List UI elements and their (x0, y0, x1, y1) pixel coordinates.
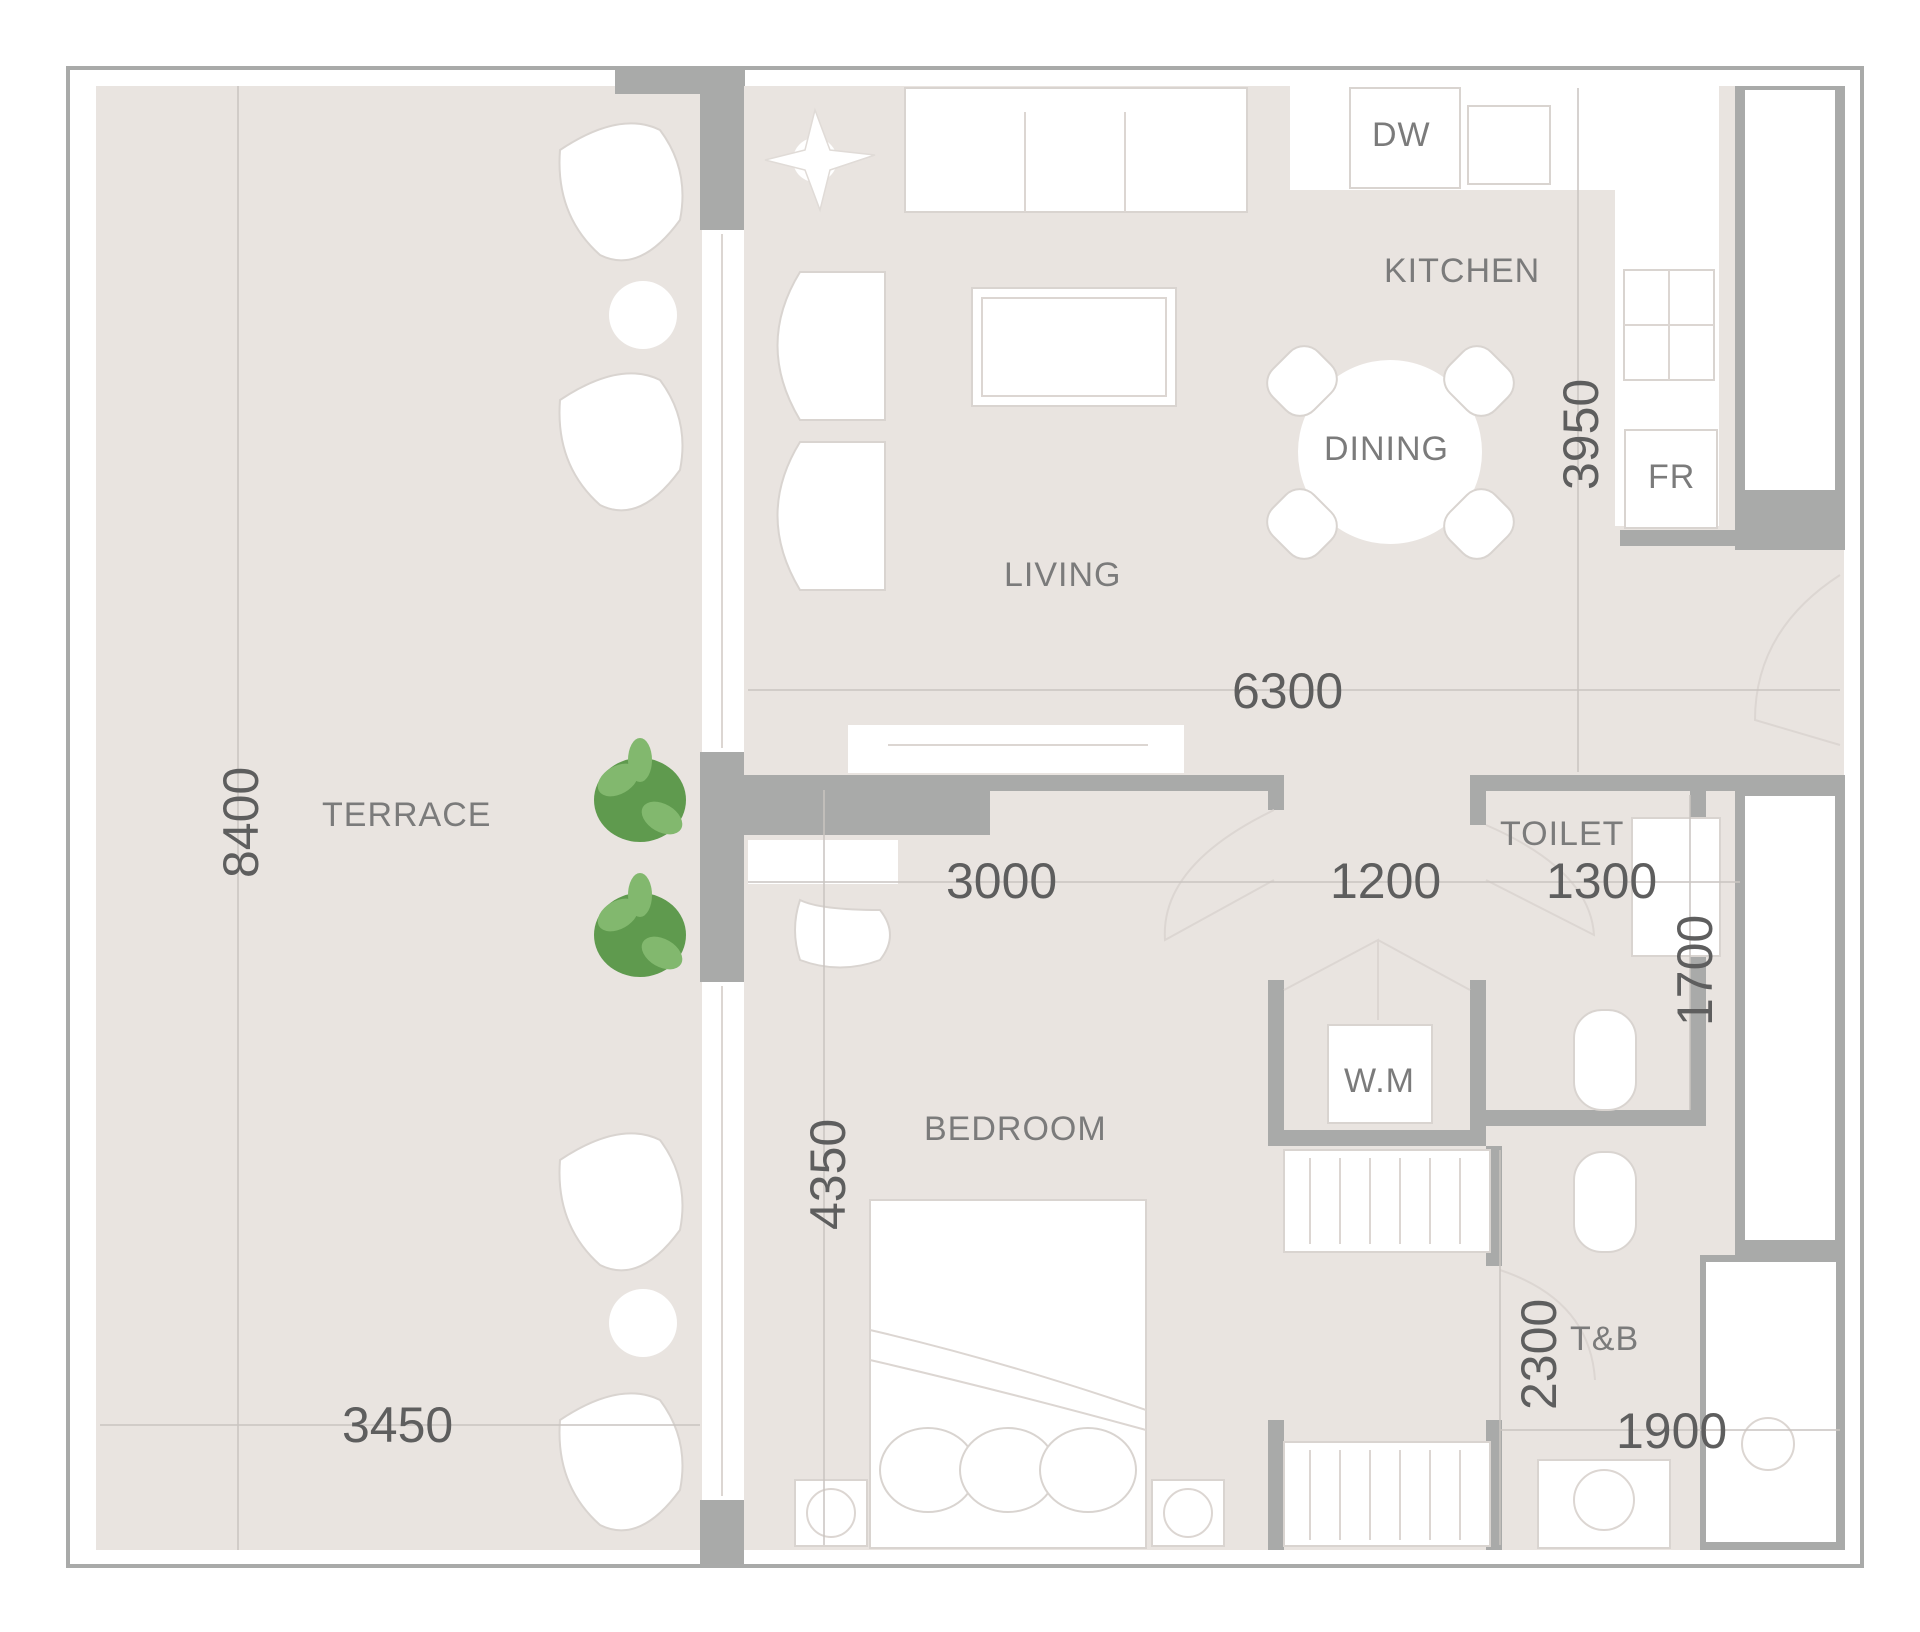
terrace-side-table-2 (609, 1289, 677, 1357)
armchair-2 (776, 441, 886, 591)
dim-kitchen-height: 3950 (1553, 379, 1609, 490)
room-label-living: LIVING (1004, 556, 1121, 594)
wall-bedroom-right (1268, 980, 1284, 1146)
coffee-table (971, 287, 1177, 407)
plant-icon (594, 873, 686, 977)
wall-kitchen-bottom (1620, 530, 1845, 546)
door-swings (1163, 574, 1841, 1381)
washing-machine (1327, 1024, 1433, 1124)
wall-toilet-top (1470, 775, 1845, 791)
shower-area (1706, 1262, 1836, 1542)
dim-corridor-width: 1200 (1330, 853, 1441, 909)
room-label-terrace: TERRACE (322, 796, 491, 834)
tb-sink (1537, 1459, 1671, 1549)
wall-wm-bottom (1268, 1130, 1486, 1146)
dim-living-width: 6300 (1232, 663, 1343, 719)
armchair-1 (776, 271, 886, 421)
wall-wm-right (1470, 980, 1486, 1146)
room-label-wm: W.M (1344, 1062, 1415, 1100)
room-label-toilet: TOILET (1500, 815, 1624, 853)
dishwasher (1349, 87, 1461, 189)
dim-tb-height: 2300 (1511, 1299, 1567, 1410)
toilet-sink (1631, 817, 1721, 957)
wall-living-bedroom (990, 775, 1284, 791)
terrace-window-wall-bottom (700, 1500, 744, 1564)
room-label-dining: DINING (1324, 430, 1449, 468)
dim-terrace-width: 3450 (342, 1397, 453, 1453)
sofa (904, 87, 1248, 213)
wall-kitchen-right-inner (1745, 90, 1835, 490)
dining-chairs (1266, 345, 1515, 560)
dim-toilet-height: 1700 (1667, 915, 1723, 1026)
wall-wardrobe-bottom (1268, 1420, 1284, 1550)
terrace-side-table-1 (609, 281, 677, 349)
wardrobe-top (1283, 1149, 1491, 1253)
terrace-chairs (558, 122, 684, 1532)
dim-terrace-height: 8400 (213, 767, 269, 878)
dimension-lines (100, 86, 1840, 1550)
toilet-wc (1573, 1009, 1637, 1111)
wardrobe-hangers-bottom (1309, 1450, 1461, 1540)
pillow-3 (1039, 1427, 1137, 1513)
room-label-bedroom: BEDROOM (924, 1110, 1107, 1148)
wall-living-bedroom-left (744, 775, 990, 835)
desk-chair (794, 898, 891, 969)
dim-toilet-width: 1300 (1546, 853, 1657, 909)
tb-wc (1573, 1151, 1637, 1253)
room-label-fr: FR (1648, 458, 1695, 496)
terrace-window-wall-mid (700, 752, 744, 982)
tv-unit (848, 725, 1184, 773)
fridge (1624, 429, 1718, 529)
wall-corridor-left (1268, 775, 1284, 810)
wardrobe-hangers-top (1309, 1158, 1461, 1244)
dim-bedroom-height: 4350 (800, 1119, 856, 1230)
wall-corridor-right (1470, 775, 1486, 825)
wall-right-lower-inner (1745, 796, 1835, 1240)
wardrobe-bottom (1283, 1441, 1491, 1547)
room-label-dw: DW (1372, 116, 1431, 154)
dim-bedroom-width: 3000 (946, 853, 1057, 909)
wall-toilet-bottom (1486, 1110, 1706, 1126)
dim-tb-width: 1900 (1616, 1403, 1727, 1459)
terrace-window-wall-top (700, 70, 744, 230)
room-label-kitchen: KITCHEN (1384, 252, 1540, 290)
sink (1467, 105, 1551, 185)
dining-table (1298, 360, 1482, 544)
flower-decoration (764, 107, 876, 213)
desk (748, 840, 898, 884)
room-label-tb: T&B (1570, 1320, 1639, 1358)
plant-icon (594, 738, 686, 842)
